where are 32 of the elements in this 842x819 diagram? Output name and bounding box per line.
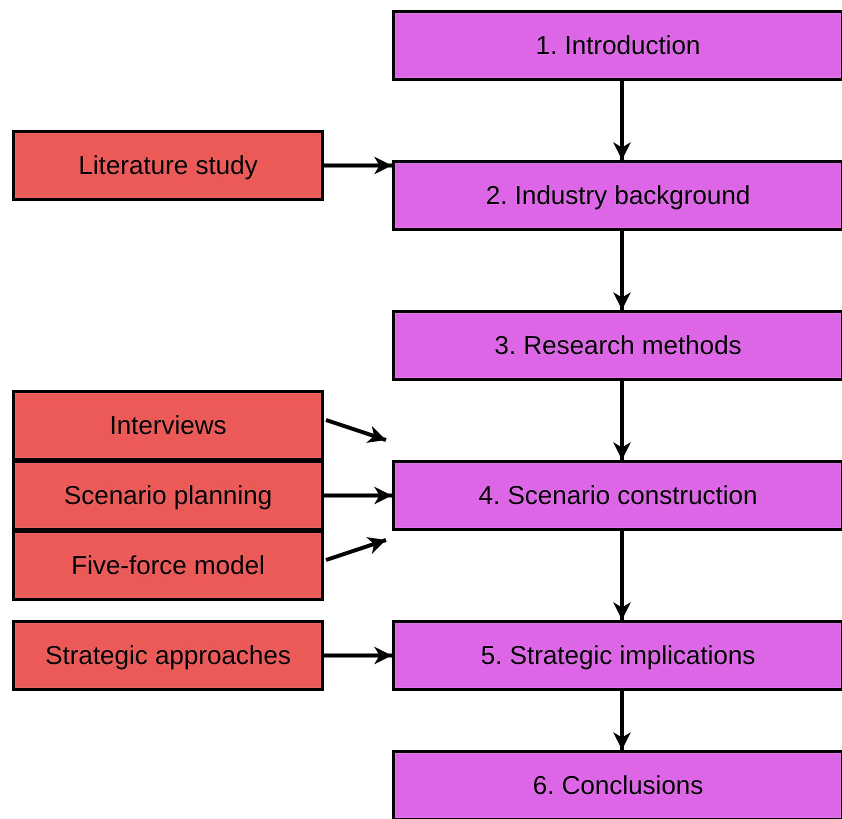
process-box <box>392 160 842 231</box>
input-box <box>12 460 324 531</box>
arrow <box>324 486 392 504</box>
box-label: 3. Research methods <box>494 330 742 361</box>
box-label: Five-force model <box>71 550 265 581</box>
box-label: Literature study <box>78 150 258 181</box>
arrow <box>613 81 631 160</box>
process-box <box>392 460 842 531</box>
arrow <box>613 381 631 460</box>
arrow <box>325 537 387 562</box>
arrow <box>324 156 392 174</box>
process-box <box>392 620 842 691</box>
input-box <box>12 390 324 461</box>
box-label: 6. Conclusions <box>532 770 704 801</box>
process-box <box>392 750 842 819</box>
process-box <box>392 310 842 381</box>
input-box <box>12 620 324 691</box>
process-box <box>392 10 842 81</box>
arrow <box>613 691 631 750</box>
input-box <box>12 530 324 601</box>
arrow <box>325 418 387 443</box>
box-label: 5. Strategic implications <box>480 640 756 671</box>
arrow <box>324 646 392 664</box>
box-label: Scenario planning <box>64 480 272 511</box>
box-label: 2. Industry background <box>486 180 750 211</box>
input-box <box>12 130 324 201</box>
box-label: 1. Introduction <box>536 30 700 61</box>
arrow <box>613 231 631 310</box>
box-label: Interviews <box>109 410 227 441</box>
arrow <box>613 531 631 620</box>
box-label: Strategic approaches <box>45 640 291 671</box>
box-label: 4. Scenario construction <box>478 480 758 511</box>
